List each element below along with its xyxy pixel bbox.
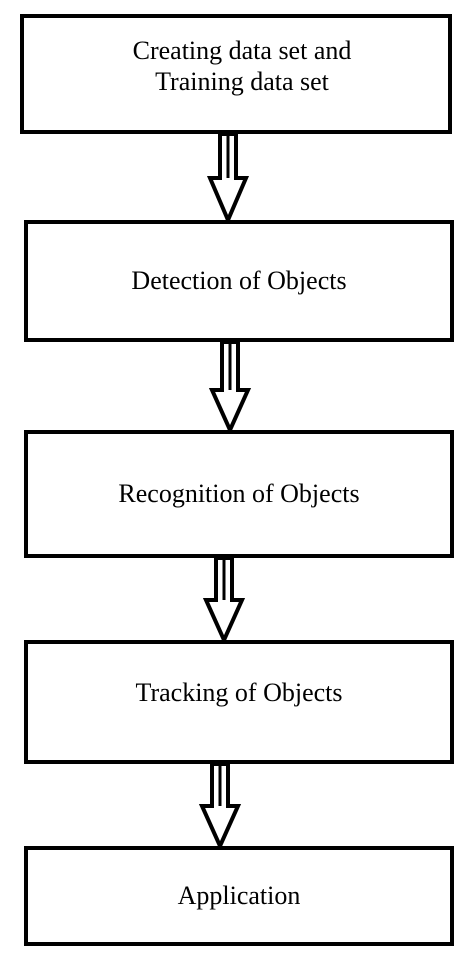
arrow-down-4 [198,762,242,851]
step-5-label: Application [177,881,301,911]
step-detection-of-objects: Detection of Objects [24,220,454,342]
step-2-label: Detection of Objects [131,266,347,296]
arrow-down-1 [206,132,250,226]
step-4-label: Tracking of Objects [135,678,343,708]
step-tracking-of-objects: Tracking of Objects [24,640,454,764]
arrow-down-3 [202,556,246,645]
arrow-down-2 [208,340,252,435]
step-creating-training-data-set: Creating data set and Training data set [20,14,452,134]
step-application: Application [24,846,454,946]
step-1-label: Creating data set and Training data set [132,35,352,96]
step-3-label: Recognition of Objects [118,479,360,509]
step-recognition-of-objects: Recognition of Objects [24,430,454,558]
